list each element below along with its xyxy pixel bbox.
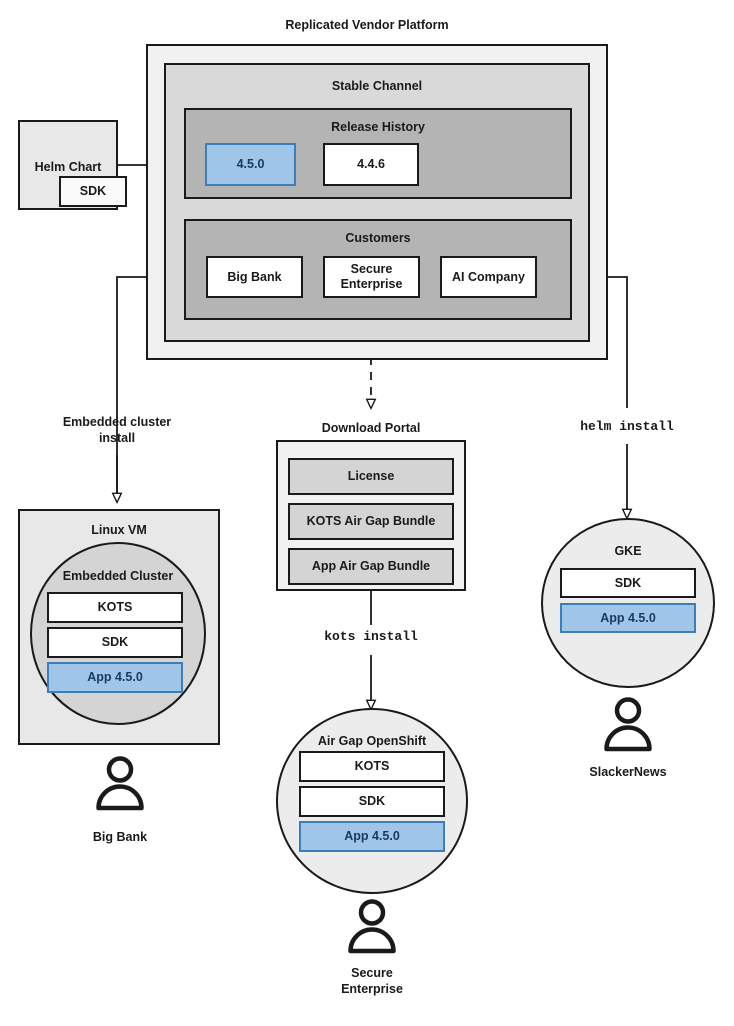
edge-label-embedded-cluster-install: Embedded cluster install bbox=[62, 415, 172, 445]
air-gap-openshift-title: Air Gap OpenShift bbox=[317, 734, 427, 748]
embedded-cluster-title: Embedded Cluster bbox=[62, 569, 174, 583]
linuxvm-component-app[interactable]: App 4.5.0 bbox=[47, 662, 183, 693]
gke-component-sdk[interactable]: SDK bbox=[560, 568, 696, 598]
persona-icon-secure-enterprise bbox=[348, 899, 396, 954]
gke-component-app[interactable]: App 4.5.0 bbox=[560, 603, 696, 633]
linuxvm-component-sdk[interactable]: SDK bbox=[47, 627, 183, 658]
openshift-component-app[interactable]: App 4.5.0 bbox=[299, 821, 445, 852]
release-history-title: Release History bbox=[331, 120, 425, 134]
stable-channel-title: Stable Channel bbox=[331, 79, 423, 93]
edge-label-kots-install: kots install bbox=[324, 629, 418, 644]
customer-secure-enterprise[interactable]: Secure Enterprise bbox=[323, 256, 420, 298]
helm-chart-label: Helm Chart bbox=[34, 160, 102, 174]
release-item-446[interactable]: 4.4.6 bbox=[323, 143, 419, 186]
linux-vm-title: Linux VM bbox=[91, 523, 147, 537]
customer-secure-enterprise-label: Secure Enterprise bbox=[340, 262, 403, 291]
customers-title: Customers bbox=[345, 231, 411, 245]
customer-big-bank[interactable]: Big Bank bbox=[206, 256, 303, 298]
persona-icon-big-bank bbox=[96, 756, 144, 811]
download-artifact-app-air-gap-bundle[interactable]: App Air Gap Bundle bbox=[288, 548, 454, 585]
page-title: Replicated Vendor Platform bbox=[285, 18, 449, 32]
customer-ai-company[interactable]: AI Company bbox=[440, 256, 537, 298]
download-artifact-license[interactable]: License bbox=[288, 458, 454, 495]
openshift-component-kots[interactable]: KOTS bbox=[299, 751, 445, 782]
persona-icon-slackernews bbox=[604, 697, 652, 752]
edge-label-helm-install: helm install bbox=[580, 419, 674, 434]
persona-label-big-bank: Big Bank bbox=[92, 830, 148, 844]
helm-chart-sdk-box[interactable]: SDK bbox=[59, 176, 127, 207]
download-portal-title: Download Portal bbox=[321, 421, 421, 435]
linuxvm-component-kots[interactable]: KOTS bbox=[47, 592, 183, 623]
download-artifact-kots-air-gap-bundle[interactable]: KOTS Air Gap Bundle bbox=[288, 503, 454, 540]
openshift-component-sdk[interactable]: SDK bbox=[299, 786, 445, 817]
release-item-450[interactable]: 4.5.0 bbox=[205, 143, 296, 186]
gke-title: GKE bbox=[614, 544, 642, 558]
persona-label-secure-enterprise: Secure Enterprise bbox=[341, 966, 403, 996]
persona-label-slackernews: SlackerNews bbox=[589, 765, 667, 779]
